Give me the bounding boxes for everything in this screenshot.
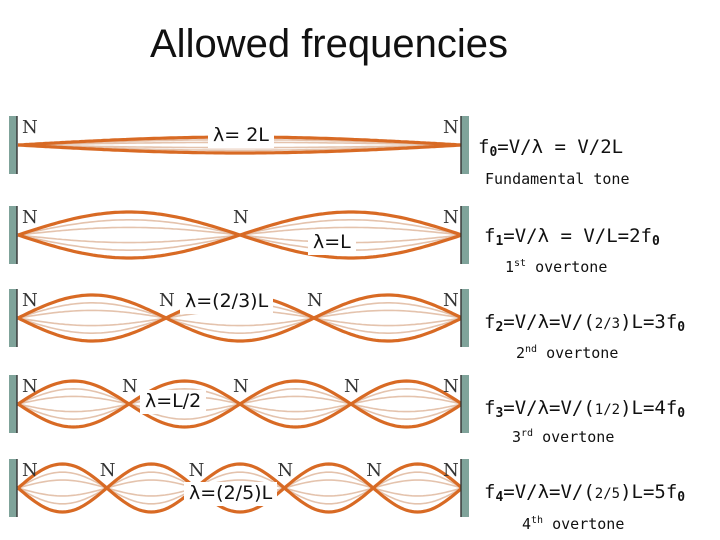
node-label: N [443, 376, 459, 397]
right-clamp-mode-5 [461, 459, 469, 517]
node-label: N [159, 290, 175, 311]
string-extreme-down-mode-5 [16, 462, 464, 514]
string-extreme-down-mode-3 [17, 293, 463, 343]
string-snapshot-mode-3 [17, 309, 463, 327]
node-label: N [22, 207, 38, 228]
frequency-equation-mode-3: f2=V/λ=V/(2/3)L=3f0 [480, 311, 690, 336]
freq-symbol: f [484, 311, 496, 333]
overtone-suffix: st [514, 258, 527, 269]
freq-expression: =V/λ=V/( [503, 481, 595, 503]
node-label: N [22, 117, 38, 138]
freq-subscript: 4 [495, 490, 504, 505]
freq-subscript: 2 [495, 320, 504, 335]
frequency-equation-mode-2: f1=V/λ = V/L=2f0 [480, 225, 664, 250]
node-label: N [443, 290, 459, 311]
string-extreme-up-mode-5 [16, 462, 464, 514]
freq-subscript-2: 0 [677, 406, 686, 421]
left-clamp-mode-5 [9, 459, 17, 517]
node-label: N [344, 376, 360, 397]
right-clamp-mode-1 [461, 116, 469, 174]
overtone-label-mode-5: 4th overtone [522, 515, 624, 533]
freq-expression: =V/λ=V/( [503, 311, 595, 333]
node-label: N [22, 290, 38, 311]
overtone-number: 2 [516, 344, 526, 362]
overtone-word: overtone [543, 515, 625, 533]
node-label: N [22, 460, 38, 481]
freq-subscript: 1 [495, 234, 504, 249]
freq-subscript-2: 0 [652, 234, 660, 249]
freq-subscript: 0 [489, 145, 498, 160]
string-snapshot-mode-3 [17, 302, 463, 334]
string-extreme-up-mode-1 [17, 143, 463, 155]
string-snapshot-mode-5 [17, 471, 463, 505]
overtone-number: 3 [512, 428, 522, 446]
freq-expression-2: )L=5f [620, 481, 678, 503]
node-label: N [122, 376, 138, 397]
freq-symbol: f [484, 225, 496, 247]
node-label: N [443, 460, 459, 481]
node-label: N [443, 117, 459, 138]
freq-subscript-2: 0 [677, 490, 686, 505]
overtone-label-mode-3: 2nd overtone [516, 344, 618, 362]
left-clamp-mode-3 [9, 289, 17, 347]
freq-expression-2: )L=4f [620, 397, 678, 419]
wavelength-label-mode-1: λ= 2L [208, 124, 274, 148]
node-label: N [366, 460, 382, 481]
node-label: N [189, 460, 205, 481]
node-label: N [307, 290, 323, 311]
page-title: Allowed frequencies [150, 22, 508, 66]
overtone-word: overtone [533, 428, 615, 446]
freq-expression: =V/λ=V/( [503, 397, 595, 419]
overtone-word: overtone [537, 344, 619, 362]
freq-symbol: f [484, 481, 496, 503]
node-label: N [233, 207, 249, 228]
freq-expression-2: )L=3f [620, 311, 678, 333]
overtone-word: overtone [526, 258, 608, 276]
node-label: N [22, 376, 38, 397]
freq-fraction: 1/2 [594, 402, 621, 418]
node-label: N [233, 376, 249, 397]
overtone-text: Fundamental tone [485, 170, 630, 188]
freq-expression: =V/λ = V/2L [497, 136, 624, 158]
overtone-label-mode-2: 1st overtone [505, 258, 607, 276]
freq-fraction: 2/5 [594, 486, 621, 502]
overtone-suffix: th [531, 515, 544, 526]
overtone-number: 4 [522, 515, 532, 533]
node-label: N [277, 460, 293, 481]
freq-subscript-2: 0 [677, 320, 686, 335]
overtone-number: 1 [505, 258, 515, 276]
wavelength-label-mode-3: λ=(2/3)L [180, 290, 274, 314]
wavelength-label-mode-2: λ=L [308, 231, 356, 255]
freq-expression: =V/λ = V/L=2f [503, 225, 652, 247]
node-label: N [100, 460, 116, 481]
freq-fraction: 2/3 [594, 316, 621, 332]
left-clamp-mode-1 [9, 116, 17, 174]
frequency-equation-mode-4: f3=V/λ=V/(1/2)L=4f0 [480, 397, 690, 422]
string-extreme-down-mode-4 [17, 379, 463, 429]
wavelength-label-mode-5: λ=(2/5)L [184, 482, 278, 506]
wavelength-label-mode-4: λ=L/2 [140, 390, 207, 414]
left-clamp-mode-4 [9, 375, 17, 433]
freq-symbol: f [484, 397, 496, 419]
frequency-equation-mode-1: f0=V/λ = V/2L [474, 136, 628, 161]
frequency-equation-mode-5: f4=V/λ=V/(2/5)L=5f0 [480, 481, 690, 506]
right-clamp-mode-3 [461, 289, 469, 347]
freq-symbol: f [478, 136, 490, 158]
overtone-suffix: nd [525, 344, 538, 355]
string-extreme-down-mode-2 [17, 210, 463, 260]
string-snapshot-mode-5 [17, 479, 463, 497]
overtone-suffix: rd [521, 428, 534, 439]
freq-subscript: 3 [495, 406, 504, 421]
overtone-label-mode-1: Fundamental tone [485, 170, 630, 188]
node-label: N [443, 207, 459, 228]
overtone-label-mode-4: 3rd overtone [512, 428, 614, 446]
right-clamp-mode-2 [461, 206, 469, 264]
left-clamp-mode-2 [9, 206, 17, 264]
right-clamp-mode-4 [461, 375, 469, 433]
